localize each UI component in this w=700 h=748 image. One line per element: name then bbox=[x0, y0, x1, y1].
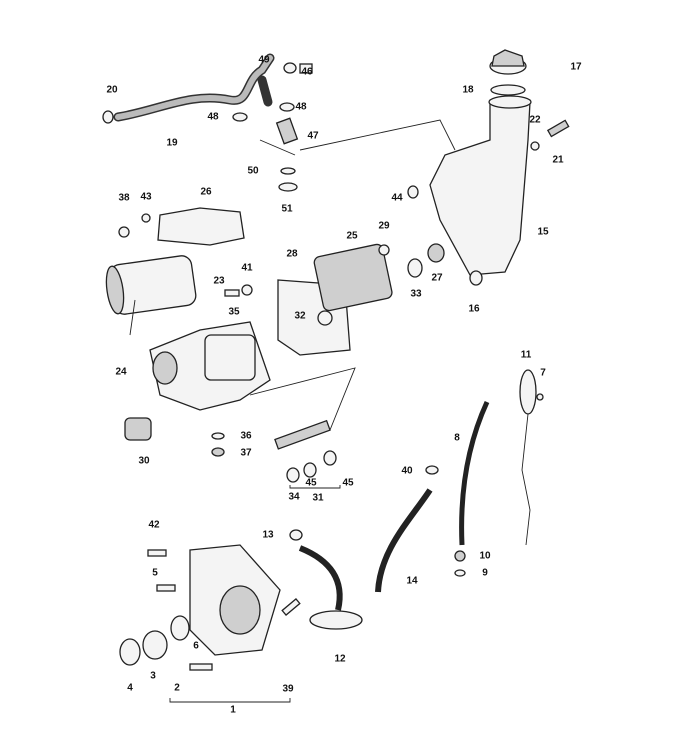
callout-16: 16 bbox=[468, 304, 480, 315]
callout-25: 25 bbox=[346, 231, 358, 242]
callout-8: 8 bbox=[454, 433, 460, 444]
part-callouts: 20 19 49 46 48 48 47 50 51 17 18 22 21 4… bbox=[106, 55, 582, 716]
callout-33: 33 bbox=[410, 289, 422, 300]
leader-lines-top bbox=[259, 119, 456, 156]
callout-45: 45 bbox=[305, 478, 317, 489]
callout-13: 13 bbox=[262, 530, 274, 541]
hose-fittings bbox=[232, 62, 313, 192]
callout-26: 26 bbox=[200, 187, 212, 198]
callout-23: 23 bbox=[213, 276, 225, 287]
callout-37: 37 bbox=[240, 448, 252, 459]
callout-4: 4 bbox=[127, 683, 133, 694]
callout-6: 6 bbox=[193, 641, 199, 652]
callout-15: 15 bbox=[537, 227, 549, 238]
callout-28: 28 bbox=[286, 249, 298, 260]
callout-46: 46 bbox=[301, 67, 313, 78]
callout-30: 30 bbox=[138, 456, 150, 467]
callout-39: 39 bbox=[282, 684, 294, 695]
callout-45: 45 bbox=[342, 478, 354, 489]
callout-22: 22 bbox=[529, 115, 541, 126]
suction-pipe bbox=[289, 488, 433, 630]
callout-35: 35 bbox=[228, 307, 240, 318]
callout-10: 10 bbox=[479, 551, 491, 562]
dipstick bbox=[425, 369, 544, 577]
callout-49: 49 bbox=[258, 55, 270, 66]
callout-51: 51 bbox=[281, 204, 293, 215]
callout-9: 9 bbox=[482, 568, 488, 579]
callout-21: 21 bbox=[552, 155, 564, 166]
oil-pipes bbox=[274, 419, 341, 489]
callout-48: 48 bbox=[207, 112, 219, 123]
callout-50: 50 bbox=[247, 166, 259, 177]
callout-1: 1 bbox=[230, 705, 236, 716]
callout-44: 44 bbox=[391, 193, 403, 204]
callout-27: 27 bbox=[431, 273, 443, 284]
callout-19: 19 bbox=[166, 138, 178, 149]
callout-47: 47 bbox=[307, 131, 319, 142]
oil-tank bbox=[407, 49, 570, 286]
callout-11: 11 bbox=[521, 350, 532, 361]
filter-housing bbox=[124, 321, 271, 457]
callout-34: 34 bbox=[288, 492, 300, 503]
callout-32: 32 bbox=[294, 311, 306, 322]
heat-shield bbox=[118, 207, 245, 246]
callout-36: 36 bbox=[240, 431, 252, 442]
oil-pump bbox=[119, 544, 301, 703]
callout-48: 48 bbox=[295, 102, 307, 113]
callout-18: 18 bbox=[462, 85, 474, 96]
breather-hose bbox=[102, 53, 275, 124]
callout-40: 40 bbox=[401, 466, 413, 477]
callout-14: 14 bbox=[406, 576, 418, 587]
callout-42: 42 bbox=[148, 520, 160, 531]
callout-31: 31 bbox=[312, 493, 324, 504]
oil-filter bbox=[105, 255, 253, 315]
callout-29: 29 bbox=[378, 221, 390, 232]
callout-20: 20 bbox=[106, 85, 118, 96]
callout-17: 17 bbox=[570, 62, 582, 73]
callout-38: 38 bbox=[118, 193, 130, 204]
callout-5: 5 bbox=[152, 568, 158, 579]
callout-7: 7 bbox=[540, 368, 546, 379]
callout-12: 12 bbox=[334, 654, 346, 665]
callout-41: 41 bbox=[241, 263, 253, 274]
callout-24: 24 bbox=[115, 367, 127, 378]
callout-2: 2 bbox=[174, 683, 180, 694]
callout-3: 3 bbox=[150, 671, 156, 682]
leader-lines-mid bbox=[129, 299, 356, 431]
callout-43: 43 bbox=[140, 192, 152, 203]
oil-cooler bbox=[277, 243, 445, 356]
